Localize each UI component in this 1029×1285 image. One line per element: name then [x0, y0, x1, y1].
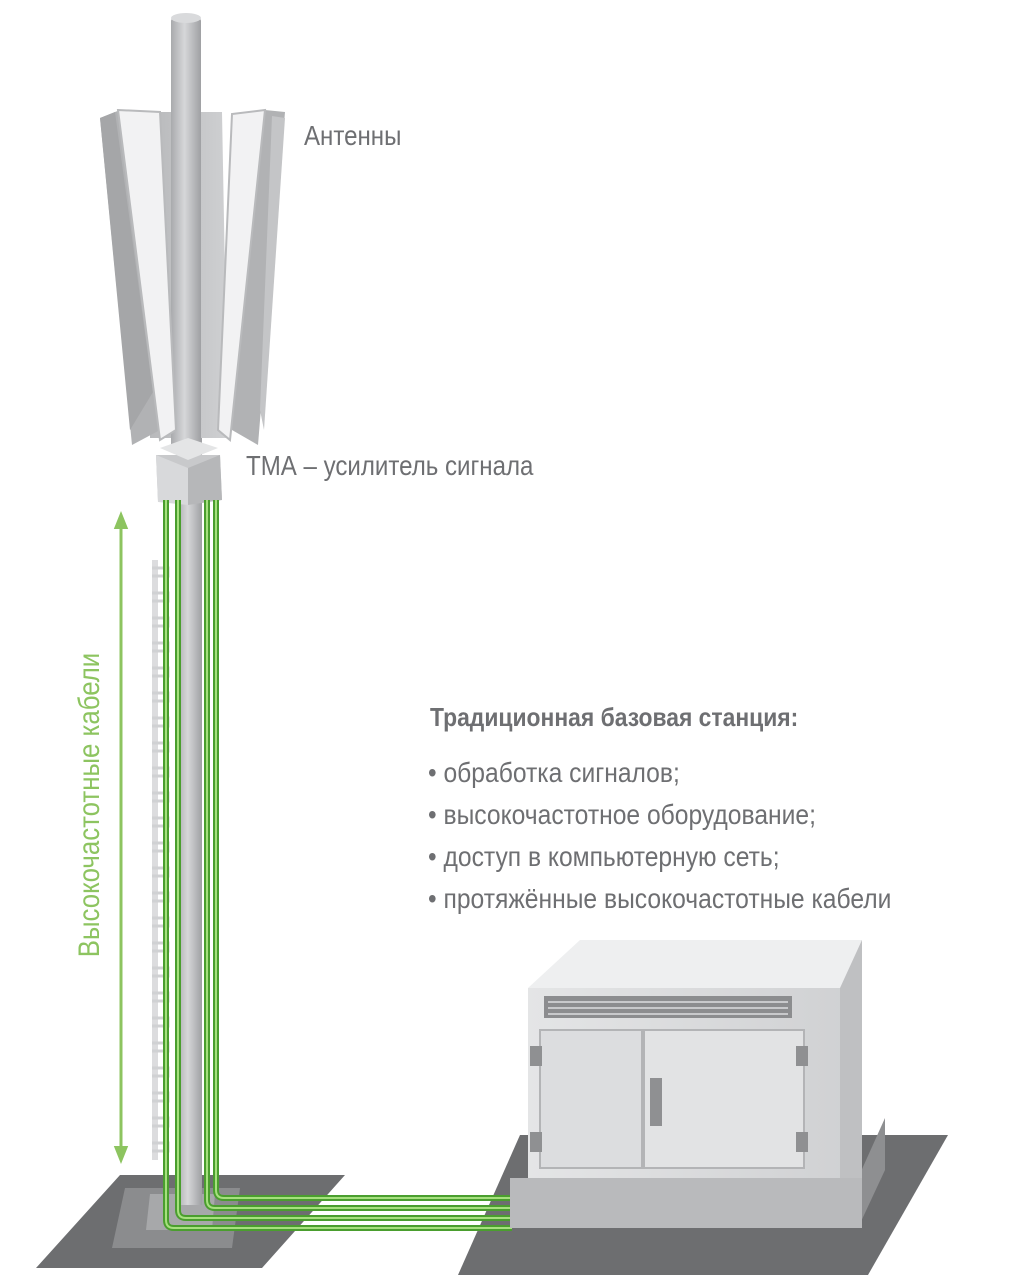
tma-label: ТМА – усилитель сигнала	[246, 450, 534, 481]
rf-cable-highlight	[177, 500, 512, 1219]
cables-label: Высокочастотные кабели	[73, 652, 106, 958]
antennas-label: Антенны	[304, 120, 402, 151]
rf-cables	[163, 500, 512, 1231]
base-station-cabinet	[510, 940, 862, 1228]
antenna-panels	[100, 60, 285, 450]
tma-unit	[156, 438, 222, 505]
feature-item: доступ в компьютерную сеть;	[428, 840, 891, 882]
rf-cable-highlight	[206, 500, 512, 1209]
feature-item: обработка сигналов;	[428, 756, 891, 798]
base-station-title: Традиционная базовая станция:	[430, 702, 799, 732]
rf-cable-highlight	[215, 500, 512, 1199]
feature-item: высокочастотное оборудование;	[428, 798, 891, 840]
feature-item: протяжённые высокочастотные кабели	[428, 882, 891, 924]
rf-cable-highlight	[165, 500, 512, 1229]
base-station-features: обработка сигналов; высокочастотное обор…	[428, 756, 955, 924]
